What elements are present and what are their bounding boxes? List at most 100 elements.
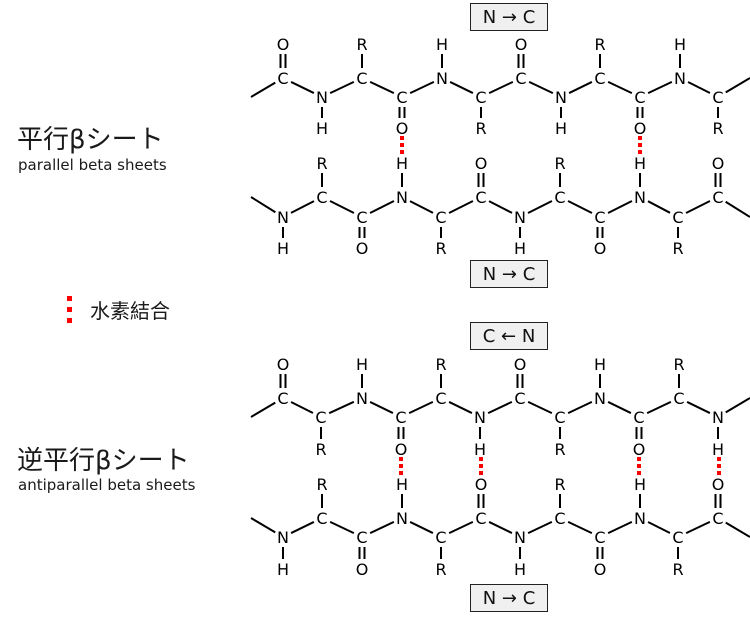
backbone-bond — [647, 521, 671, 534]
oxygen-atom: O — [634, 119, 647, 138]
carbon-atom: C — [514, 389, 525, 408]
nitrogen-atom: N — [594, 389, 606, 408]
r-group: R — [435, 560, 446, 579]
backbone-bond — [329, 200, 355, 214]
terminal-bond — [725, 397, 750, 414]
backbone-bond — [329, 80, 355, 95]
oxygen-atom: O — [594, 560, 607, 579]
hydrogen-atom: H — [712, 440, 724, 459]
nitrogen-atom: N — [396, 509, 408, 528]
direction-box-parallel-top: N → C — [470, 3, 548, 31]
carbon-atom: C — [672, 528, 683, 547]
carbon-atom: C — [316, 188, 327, 207]
hydrogen-atom: H — [316, 119, 328, 138]
hydrogen-atom: H — [356, 355, 368, 374]
backbone-bond — [567, 520, 593, 535]
backbone-bond — [369, 80, 395, 95]
backbone-bond — [488, 200, 513, 214]
carbon-atom: C — [356, 208, 367, 227]
backbone-bond — [686, 401, 711, 414]
r-group: R — [316, 154, 327, 173]
r-group: R — [554, 154, 565, 173]
carbon-atom: C — [315, 408, 326, 427]
hydrogen-atom: H — [514, 239, 526, 258]
terminal-bond — [725, 200, 750, 218]
backbone-bond — [448, 200, 474, 214]
carbon-atom: C — [396, 88, 407, 107]
nitrogen-atom: N — [514, 528, 526, 547]
oxygen-atom: O — [594, 239, 607, 258]
backbone-bond — [685, 200, 711, 214]
nitrogen-atom: N — [474, 408, 486, 427]
backbone-bond — [449, 81, 474, 94]
carbon-atom: C — [356, 69, 367, 88]
hydrogen-atom: H — [674, 35, 686, 54]
carbon-atom: C — [356, 528, 367, 547]
carbon-atom: C — [594, 69, 605, 88]
backbone-bond — [448, 520, 474, 535]
carbon-atom: C — [594, 208, 605, 227]
hbond-legend-label: 水素結合 — [90, 299, 170, 323]
terminal-bond — [250, 196, 276, 214]
r-group: R — [594, 35, 605, 54]
backbone-bond — [290, 200, 315, 214]
carbon-atom: C — [277, 69, 288, 88]
parallel-title-en: parallel beta sheets — [18, 156, 167, 174]
nitrogen-atom: N — [634, 509, 646, 528]
backbone-bond — [290, 401, 314, 414]
backbone-bond — [607, 200, 633, 214]
oxygen-atom: O — [277, 35, 290, 54]
carbon-atom: C — [515, 69, 526, 88]
backbone-bond — [328, 400, 355, 415]
r-group: R — [673, 355, 684, 374]
hydrogen-atom: H — [277, 239, 289, 258]
backbone-bond — [647, 200, 671, 214]
carbon-atom: C — [316, 509, 327, 528]
hbond-legend-icon — [67, 296, 72, 323]
nitrogen-atom: N — [277, 208, 289, 227]
backbone-bond — [528, 80, 554, 95]
carbon-atom: C — [475, 509, 486, 528]
backbone-bond — [527, 400, 553, 415]
r-group: R — [316, 475, 327, 494]
nitrogen-atom: N — [674, 69, 686, 88]
hydrogen-atom: H — [396, 154, 408, 173]
backbone-bond — [329, 520, 355, 535]
hydrogen-atom: H — [634, 475, 646, 494]
terminal-bond — [250, 517, 276, 534]
antiparallel-title-en: antiparallel beta sheets — [18, 476, 196, 494]
backbone-bond — [290, 81, 315, 94]
nitrogen-atom: N — [396, 188, 408, 207]
nitrogen-atom: N — [634, 188, 646, 207]
backbone-bond — [685, 520, 711, 535]
carbon-atom: C — [395, 408, 406, 427]
backbone-bond — [408, 400, 434, 415]
oxygen-atom: O — [356, 560, 369, 579]
carbon-atom: C — [554, 188, 565, 207]
backbone-bond — [409, 200, 434, 214]
oxygen-atom: O — [356, 239, 369, 258]
r-group: R — [435, 355, 446, 374]
backbone-bond — [568, 81, 593, 94]
backbone-bond — [607, 520, 633, 535]
hydrogen-atom: H — [277, 560, 289, 579]
carbon-atom: C — [435, 528, 446, 547]
r-group: R — [315, 440, 326, 459]
backbone-bond — [487, 400, 513, 415]
carbon-atom: C — [672, 208, 683, 227]
terminal-bond — [725, 77, 750, 94]
backbone-bond — [488, 521, 513, 534]
direction-box-antiparallel-bottom: N → C — [470, 584, 548, 612]
oxygen-atom: O — [396, 119, 409, 138]
direction-box-antiparallel-top: C ← N — [470, 322, 548, 350]
r-group: R — [712, 119, 723, 138]
nitrogen-atom: N — [356, 389, 368, 408]
oxygen-atom: O — [514, 355, 527, 374]
backbone-bond — [369, 520, 395, 535]
oxygen-atom: O — [712, 154, 725, 173]
carbon-atom: C — [475, 88, 486, 107]
carbon-atom: C — [633, 408, 644, 427]
r-group: R — [554, 440, 565, 459]
carbon-atom: C — [435, 389, 446, 408]
